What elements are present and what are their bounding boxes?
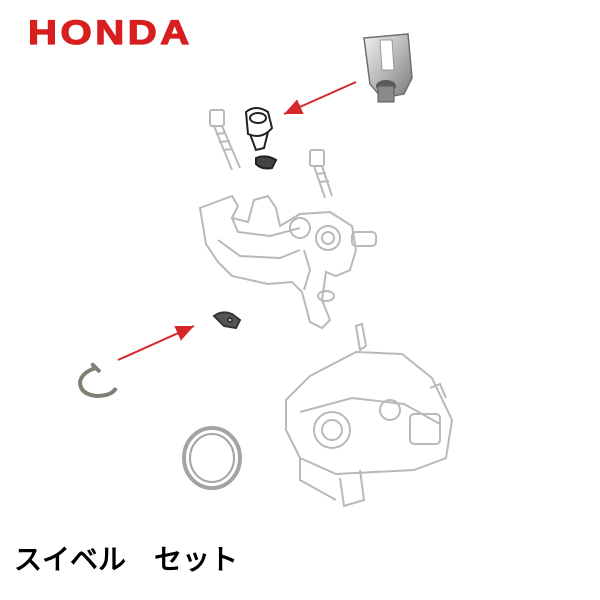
spring-clip xyxy=(77,362,118,399)
engine-block xyxy=(285,322,454,508)
bolt-right xyxy=(309,149,333,199)
swivel-outline xyxy=(244,107,278,170)
carburetor-body xyxy=(198,194,377,330)
small-pin xyxy=(212,311,242,330)
product-caption: スイベル セット xyxy=(14,543,239,576)
bolt-left xyxy=(209,109,241,171)
honda-logo: HONDA xyxy=(27,14,193,52)
arrow-to-pin xyxy=(117,325,195,361)
swivel-photo xyxy=(363,33,413,103)
arrow-to-swivel xyxy=(283,81,357,115)
o-ring xyxy=(182,426,242,490)
